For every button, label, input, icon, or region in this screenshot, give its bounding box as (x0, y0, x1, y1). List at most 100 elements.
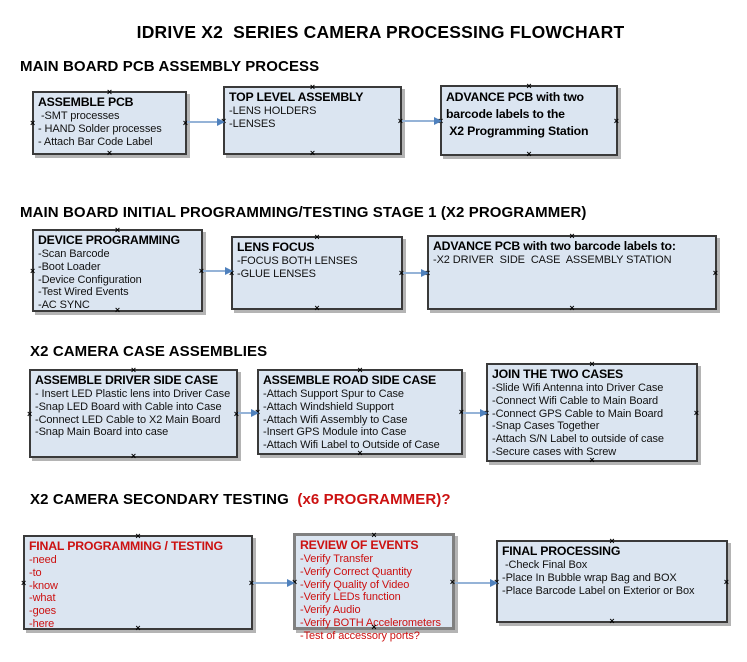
box-item: -LENSES (229, 117, 276, 130)
box-item: -Test Wired Events (38, 286, 129, 299)
section-heading-case-assemblies: X2 CAMERA CASE ASSEMBLIES (30, 343, 268, 360)
box-item: -what (29, 592, 56, 605)
section-heading-initial-programming: MAIN BOARD INITIAL PROGRAMMING/TESTING S… (20, 204, 587, 221)
box-item: -Insert GPS Module into Case (263, 426, 407, 439)
connector-arrow[interactable] (203, 267, 233, 275)
box-item: -Attach Wifi Assembly to Case (263, 413, 408, 426)
box-title: ASSEMBLE ROAD SIDE CASE (263, 373, 437, 387)
box-title: ADVANCE PCB with two barcode labels to: (433, 239, 676, 253)
box-title: ASSEMBLE DRIVER SIDE CASE (35, 373, 218, 387)
page-title: IDRIVE X2 SERIES CAMERA PROCESSING FLOWC… (136, 22, 625, 42)
connector-arrow[interactable] (403, 269, 429, 277)
anchor-x-icon: × (569, 303, 575, 313)
anchor-x-icon: × (27, 408, 33, 419)
box-title: LENS FOCUS (237, 240, 315, 254)
box-item: - Insert LED Plastic lens into Driver Ca… (35, 388, 231, 400)
anchor-x-icon: × (309, 148, 316, 158)
section-heading-secondary-testing: X2 CAMERA SECONDARY TESTING (x6 PROGRAMM… (30, 491, 451, 508)
box-item: -Connect GPS Cable to Main Board (492, 407, 664, 420)
flow-box-advance-pcb-driver-side[interactable]: ADVANCE PCB with two barcode labels to: … (425, 232, 718, 313)
flow-box-device-programming[interactable]: DEVICE PROGRAMMING -Scan Barcode -Boot L… (30, 226, 204, 315)
flow-box-advance-pcb-programming-station[interactable]: ADVANCE PCB with two barcode labels to t… (438, 82, 619, 159)
flow-box-top-level-assembly[interactable]: TOP LEVEL ASSEMBLY -LENS HOLDERS -LENSES… (221, 83, 403, 158)
box-item: - Attach Bar Code Label (38, 135, 153, 148)
box-title: REVIEW OF EVENTS (300, 538, 419, 552)
flow-box-lens-focus[interactable]: LENS FOCUS -FOCUS BOTH LENSES -GLUE LENS… (229, 233, 404, 313)
section-heading-pcb-assembly: MAIN BOARD PCB ASSEMBLY PROCESS (20, 58, 320, 75)
box-item: -Attach S/N Label to outside of case (492, 433, 664, 446)
box-item: -Snap Cases Together (492, 420, 600, 433)
box-title: FINAL PROCESSING (502, 544, 621, 558)
anchor-x-icon: × (526, 149, 532, 159)
anchor-x-icon: × (693, 407, 699, 418)
box-item: -goes (29, 605, 57, 618)
connector-arrow[interactable] (238, 409, 259, 417)
connector-arrow[interactable] (187, 118, 225, 126)
box-item: -SMT processes (38, 110, 120, 122)
box-item: -Slide Wifi Antenna into Driver Case (492, 382, 664, 394)
anchor-x-icon: × (106, 148, 113, 158)
box-item: -Attach Wifi Label to Outside of Case (263, 439, 440, 452)
box-item: -know (29, 579, 58, 592)
connector-arrow[interactable] (463, 409, 488, 417)
flow-box-join-two-cases[interactable]: JOIN THE TWO CASES -Slide Wifi Antenna i… (484, 360, 699, 465)
anchor-x-icon: × (30, 118, 36, 128)
box-title: X2 Programming Station (446, 124, 589, 138)
box-item: -Connect LED Cable to X2 Main Board (35, 413, 221, 426)
section-heading-black-part: X2 CAMERA SECONDARY TESTING (30, 491, 294, 508)
anchor-x-icon: × (712, 267, 718, 278)
box-item: -Device Configuration (38, 273, 142, 286)
anchor-x-icon: × (609, 616, 615, 626)
box-item: -Attach Support Spur to Case (263, 388, 404, 400)
box-item: -Verify Transfer (300, 553, 373, 565)
box-item: -here (29, 617, 55, 630)
box-item: -Verify LEDs function (300, 591, 401, 604)
box-item: -Verify Quality of Video (300, 578, 410, 591)
box-title: DEVICE PROGRAMMING (38, 233, 180, 247)
box-item: -GLUE LENSES (237, 267, 316, 280)
box-item: -Boot Loader (38, 260, 101, 273)
box-item: -Check Final Box (502, 559, 588, 571)
box-item: -Test of accessory ports? (300, 629, 420, 642)
anchor-x-icon: × (723, 576, 729, 587)
flow-box-assemble-road-side-case[interactable]: ASSEMBLE ROAD SIDE CASE -Attach Support … (255, 366, 464, 458)
anchor-x-icon: × (314, 303, 320, 313)
flow-box-final-processing[interactable]: FINAL PROCESSING -Check Final Box -Place… (494, 537, 729, 626)
box-item: -Verify Correct Quantity (300, 565, 412, 578)
anchor-x-icon: × (30, 265, 36, 276)
flow-box-assemble-pcb[interactable]: ASSEMBLE PCB -SMT processes - HAND Solde… (30, 88, 188, 158)
flow-box-final-programming-testing[interactable]: FINAL PROGRAMMING / TESTING -need -to -k… (21, 532, 254, 633)
connector-arrow[interactable] (253, 579, 295, 587)
section-heading-red-part: (x6 PROGRAMMER)? (293, 491, 451, 508)
box-title: TOP LEVEL ASSEMBLY (229, 90, 364, 104)
box-item: -Verify Audio (300, 604, 361, 617)
box-item: -X2 DRIVER SIDE CASE ASSEMBLY STATION (433, 254, 672, 266)
anchor-x-icon: × (613, 115, 619, 126)
box-item: -Connect Wifi Cable to Main Board (492, 394, 659, 407)
box-item: -Snap Main Board into case (35, 426, 169, 439)
box-item: -to (29, 566, 42, 579)
box-item: - HAND Solder processes (38, 122, 162, 135)
box-item: -Snap LED Board with Cable into Case (35, 400, 222, 413)
box-item: -LENS HOLDERS (229, 105, 317, 117)
flow-box-review-of-events[interactable]: REVIEW OF EVENTS -Verify Transfer -Verif… (292, 531, 455, 642)
anchor-x-icon: × (130, 451, 137, 461)
box-item: -need (29, 554, 57, 566)
box-item: -Place Barcode Label on Exterior or Box (502, 584, 695, 597)
flow-box-assemble-driver-side-case[interactable]: ASSEMBLE DRIVER SIDE CASE - Insert LED P… (27, 366, 239, 461)
box-title: barcode labels to the (446, 107, 565, 121)
box-item: -Secure cases with Screw (492, 445, 617, 458)
box-item: -Attach Windshield Support (263, 400, 394, 413)
box-title: FINAL PROGRAMMING / TESTING (29, 539, 223, 553)
box-item: -Scan Barcode (38, 248, 110, 260)
box-item: -Verify BOTH Accelerometers (300, 616, 441, 629)
box-title: ADVANCE PCB with two (446, 90, 584, 104)
connector-arrow[interactable] (455, 579, 498, 587)
box-item: -AC SYNC (38, 299, 90, 312)
box-item: -Place In Bubble wrap Bag and BOX (502, 571, 677, 584)
box-title: JOIN THE TWO CASES (492, 367, 623, 381)
box-title: ASSEMBLE PCB (38, 95, 134, 109)
anchor-x-icon: × (21, 577, 27, 588)
connector-arrow[interactable] (402, 117, 442, 125)
